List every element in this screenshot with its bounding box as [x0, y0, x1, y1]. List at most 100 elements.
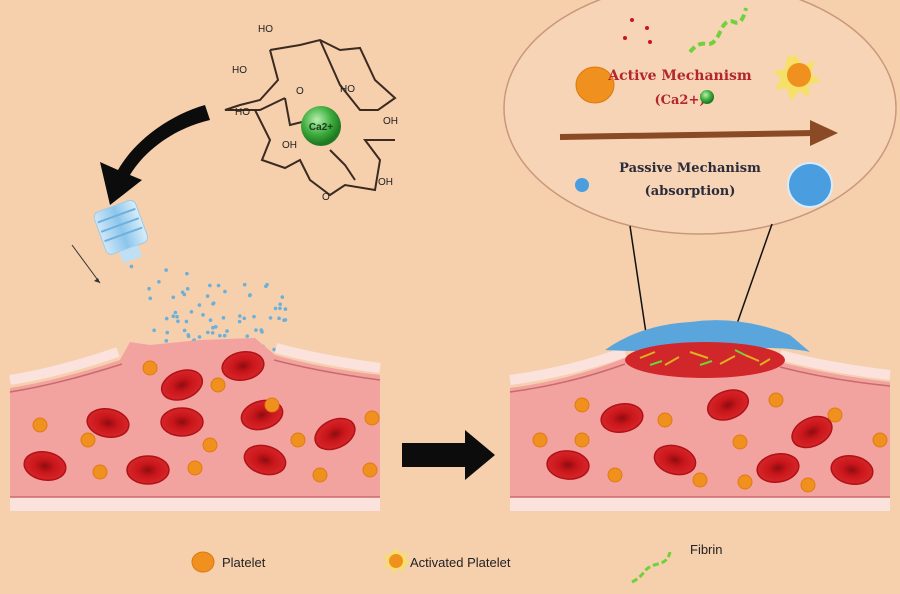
droplet: [222, 316, 226, 320]
droplet: [148, 296, 152, 300]
droplet: [278, 303, 282, 307]
droplet: [280, 295, 284, 299]
droplet: [175, 315, 179, 319]
red-blood-cell: [127, 456, 169, 484]
passive-mechanism-sub: (absorption): [645, 184, 736, 199]
droplet: [223, 290, 227, 294]
droplet: [211, 326, 215, 330]
platelet: [365, 411, 379, 425]
droplet: [265, 283, 269, 287]
platelet: [143, 361, 157, 375]
platelet: [313, 468, 327, 482]
blood-vessel-healed: [510, 320, 890, 511]
droplet: [218, 334, 222, 338]
droplet: [181, 291, 185, 295]
spray-bottle-icon: [92, 199, 153, 268]
droplet: [274, 307, 278, 311]
curved-arrow: [100, 105, 210, 205]
droplet: [284, 307, 288, 311]
svg-text:OH: OH: [383, 116, 398, 127]
droplet: [211, 331, 215, 335]
droplet: [198, 335, 202, 339]
fibrin-legend-icon: [632, 552, 670, 582]
blood-clot: [625, 342, 785, 378]
svg-text:HO: HO: [340, 84, 355, 95]
spray-droplets: [130, 265, 288, 353]
droplet: [171, 296, 175, 300]
droplet: [242, 316, 246, 320]
droplet: [185, 272, 189, 276]
svg-text:HO: HO: [235, 107, 250, 118]
droplet: [130, 265, 134, 269]
svg-text:OH: OH: [378, 177, 393, 188]
droplet: [225, 329, 229, 333]
droplet: [277, 317, 281, 321]
platelet: [291, 433, 305, 447]
droplet: [238, 320, 242, 324]
droplet: [186, 333, 190, 337]
platelet: [769, 393, 783, 407]
platelet: [608, 468, 622, 482]
platelet: [575, 398, 589, 412]
droplet: [223, 334, 227, 338]
droplet: [201, 313, 205, 317]
droplet: [209, 318, 213, 322]
platelet: [93, 465, 107, 479]
platelet: [828, 408, 842, 422]
red-blood-cell: [161, 408, 203, 436]
droplet: [165, 331, 169, 335]
droplet: [208, 284, 212, 288]
droplet: [254, 328, 258, 332]
droplet: [245, 334, 249, 338]
droplet: [164, 339, 168, 343]
platelet: [733, 435, 747, 449]
platelet: [203, 438, 217, 452]
droplet: [157, 280, 161, 284]
svg-text:OH: OH: [282, 140, 297, 151]
droplet: [171, 314, 175, 318]
droplet: [206, 294, 210, 298]
droplet: [243, 283, 247, 287]
platelet: [33, 418, 47, 432]
platelet: [188, 461, 202, 475]
platelet: [801, 478, 815, 492]
legend-activated-platelet: Activated Platelet: [410, 555, 511, 570]
platelet: [693, 473, 707, 487]
svg-text:HO: HO: [258, 24, 273, 35]
legend-platelet: Platelet: [222, 555, 266, 570]
motion-arrow: [72, 245, 100, 283]
droplet: [259, 328, 263, 332]
platelet: [658, 413, 672, 427]
active-mechanism-label: Active Mechanism: [607, 68, 752, 84]
droplet: [186, 287, 190, 291]
droplet: [278, 306, 282, 310]
droplet: [217, 284, 221, 288]
small-particle-icon: [575, 178, 589, 192]
droplet: [165, 317, 169, 321]
legend: Platelet Activated Platelet Fibrin: [192, 542, 723, 582]
platelet: [533, 433, 547, 447]
blood-vessel-wounded: [10, 338, 380, 511]
droplet: [269, 316, 273, 320]
droplet: [238, 314, 242, 318]
svg-text:O: O: [322, 192, 330, 203]
droplet: [185, 320, 189, 324]
platelet: [575, 433, 589, 447]
passive-mechanism-label: Passive Mechanism: [619, 161, 761, 176]
mechanism-zoom-panel: Active Mechanism (Ca2+) Passive Mechanis…: [504, 0, 896, 360]
platelet: [873, 433, 887, 447]
platelet-legend-icon: [192, 552, 214, 572]
droplet: [252, 315, 256, 319]
droplet: [147, 287, 151, 291]
large-particle-icon: [788, 163, 832, 207]
platelet: [265, 398, 279, 412]
droplet: [176, 319, 180, 323]
calcium-icon: [700, 90, 714, 104]
droplet: [164, 268, 168, 272]
progress-arrow: [402, 430, 495, 480]
calcium-label: Ca2+: [309, 122, 333, 133]
droplet: [152, 329, 156, 333]
activated-platelet-legend-icon: [383, 548, 411, 574]
